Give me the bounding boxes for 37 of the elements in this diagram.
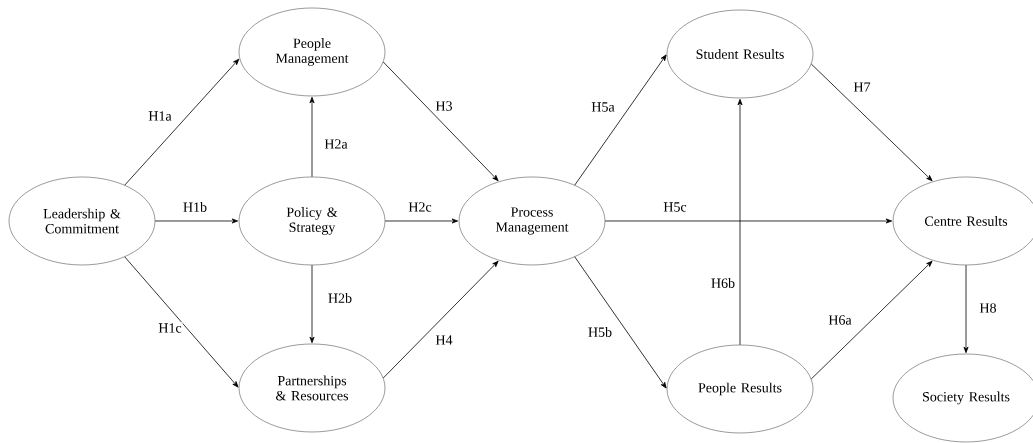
arrow [124,256,239,388]
edge-label: H8 [978,302,998,314]
arrow [737,98,743,346]
edge-label: H5a [590,101,616,113]
edge-label: H4 [434,334,454,346]
edge-label: H1b [181,201,209,213]
edge-label: H3 [434,100,454,112]
edge-label: H2c [407,201,433,213]
arrow [810,260,933,380]
arrow [382,61,499,182]
arrow [124,58,240,186]
ellipse-node: Student Results [666,9,814,99]
arrow [382,260,499,379]
arrow [154,218,239,224]
edge-label: H2a [323,138,349,150]
arrow [574,54,667,186]
ellipse-node: Leadership & Commitment [8,176,156,266]
ellipse-node: People Management [238,7,386,97]
arrow [604,218,893,224]
edge-label: H7 [852,81,872,93]
arrow [963,264,969,354]
edge-label: H6b [709,277,737,289]
edge-label: H1c [157,322,183,334]
ellipse-node: Policy & Strategy [238,176,386,266]
arrow [309,264,315,344]
ellipse-node: People Results [666,344,814,434]
edge-label: H2b [326,292,354,304]
arrow [309,96,315,178]
edge-label: H6a [827,314,853,326]
ellipse-node: Partnerships & Resources [238,343,386,433]
edge-label: H1a [147,110,173,122]
arrow [574,256,667,389]
arrow [384,218,459,224]
edge-label: H5c [662,201,688,213]
arrow [810,63,933,182]
ellipse-node: Process Management [458,176,606,266]
edge-label: H5b [586,326,614,338]
